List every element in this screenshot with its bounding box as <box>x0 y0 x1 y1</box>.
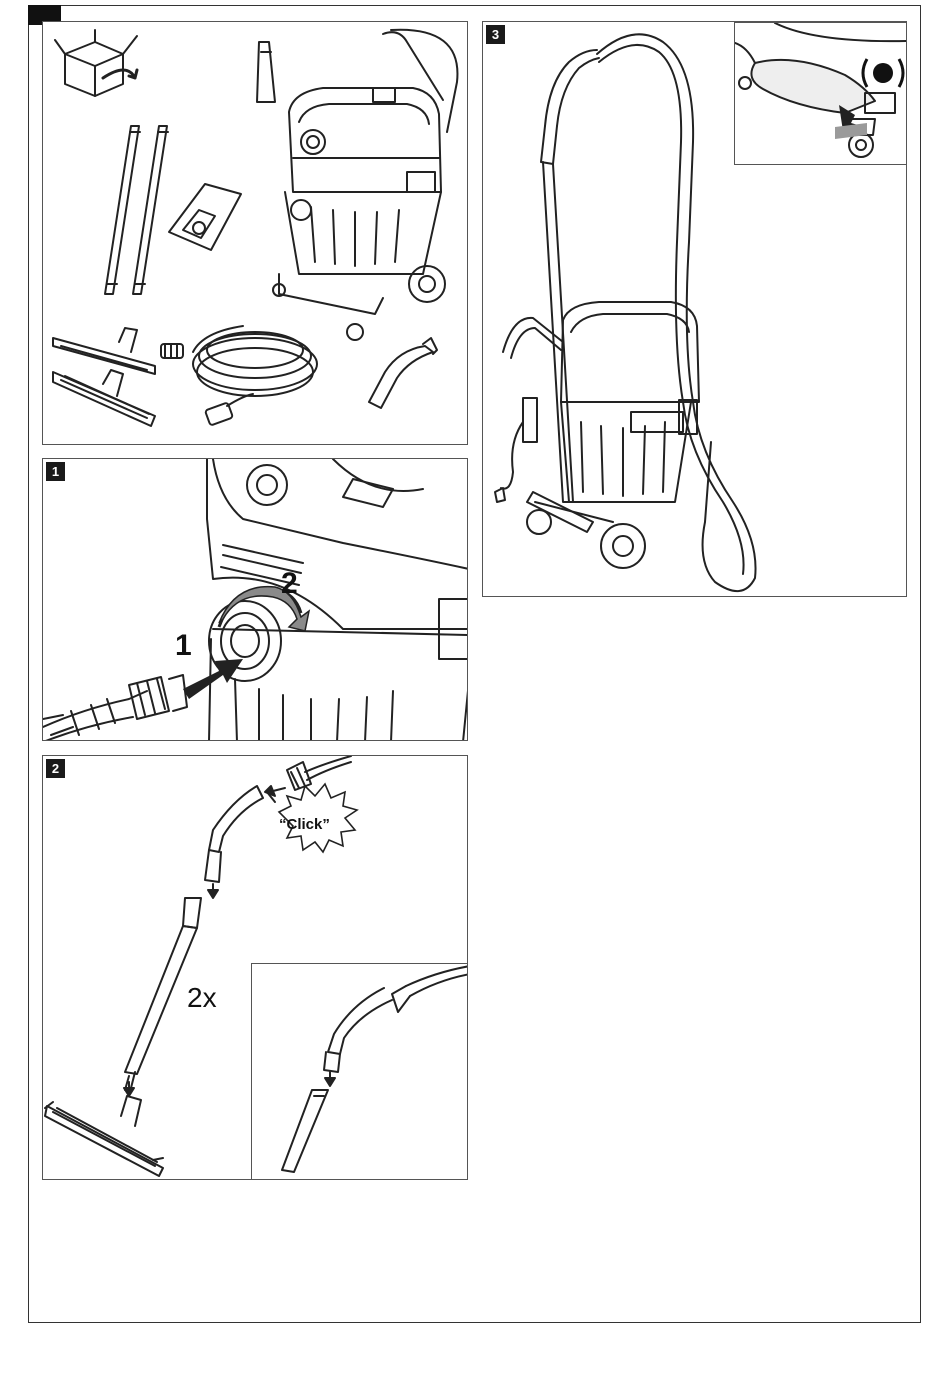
step-badge: 2 <box>46 759 65 778</box>
arrow1-label: 1 <box>175 629 192 663</box>
inset-crevice-nozzle <box>251 963 468 1180</box>
click-sound-label: “Click” <box>279 816 330 833</box>
step1-illustration <box>43 459 468 741</box>
arrow2-label: 2 <box>281 567 298 601</box>
contents-illustration <box>43 22 468 445</box>
panel-contents <box>42 21 468 445</box>
unboxing-icon <box>55 30 137 96</box>
brake-illustration <box>735 23 907 165</box>
panel-step-2: 2 “Click” 2x <box>42 755 468 1180</box>
inset-illustration <box>252 964 468 1180</box>
inset-wheel-brake <box>734 22 907 165</box>
panel-step-3: 3 <box>482 21 907 597</box>
wheel-brake-icon <box>863 59 903 87</box>
multiplier-label: 2x <box>187 982 217 1014</box>
step-badge: 1 <box>46 462 65 481</box>
step-badge: 3 <box>486 25 505 44</box>
panel-step-1: 1 1 2 <box>42 458 468 741</box>
